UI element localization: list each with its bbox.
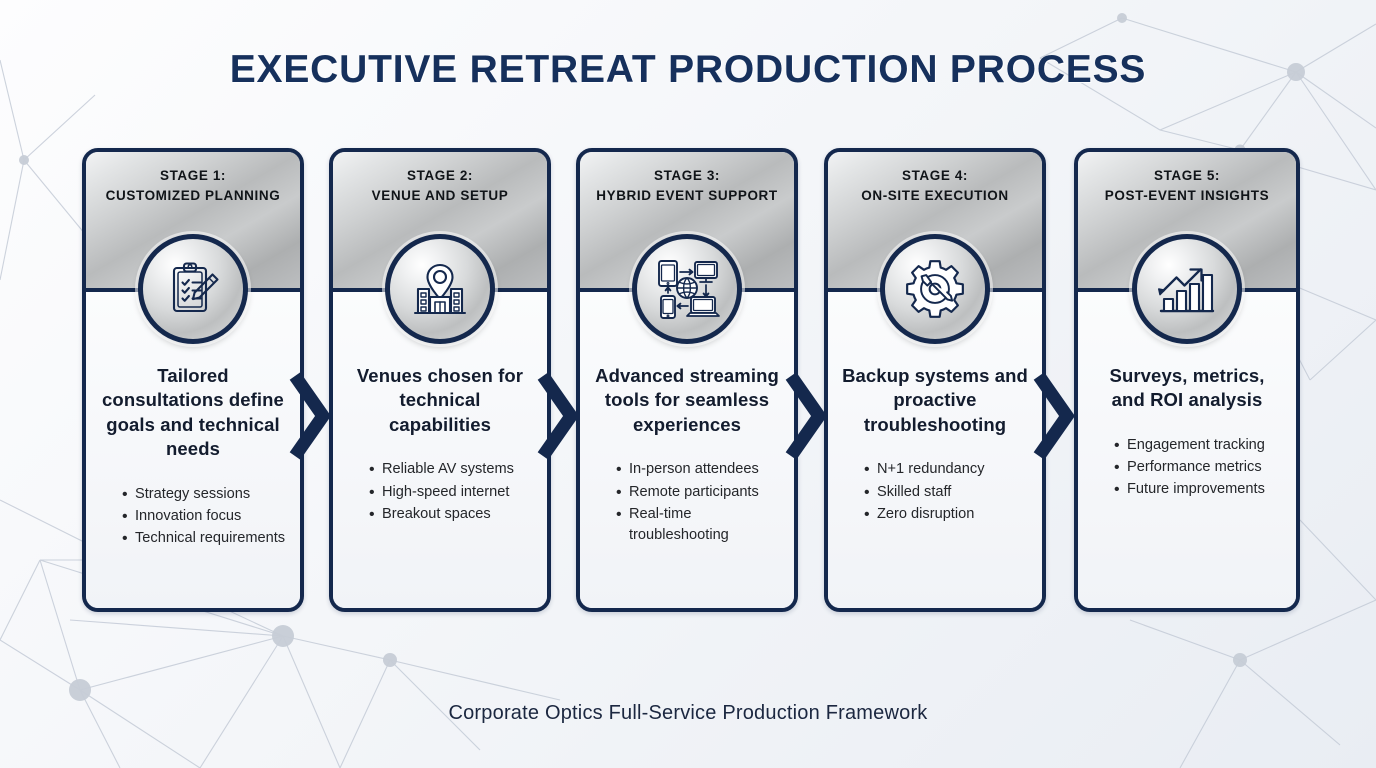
list-item: Breakout spaces bbox=[369, 503, 533, 527]
stage-bullets-3: In-person attendees Remote participants … bbox=[594, 458, 780, 547]
clipboard-checklist-pencil-icon bbox=[138, 234, 248, 344]
stage-name-4: ON-SITE EXECUTION bbox=[861, 187, 1009, 203]
list-item: Technical requirements bbox=[122, 527, 286, 551]
stage-label-3: STAGE 3: bbox=[653, 168, 721, 183]
stage-card-2[interactable]: STAGE 2: VENUE AND SETUP bbox=[329, 148, 551, 612]
stage-card-1[interactable]: STAGE 1: CUSTOMIZED PLANNING Tailored bbox=[82, 148, 304, 612]
stage-body-2: Venues chosen for technical capabilities… bbox=[333, 292, 547, 608]
stage-card-5[interactable]: STAGE 5: POST-EVENT INSIGHTS Surveys, me… bbox=[1074, 148, 1300, 612]
list-item: Skilled staff bbox=[864, 481, 1028, 505]
stage-card-4[interactable]: STAGE 4: ON-SITE EXECUTION Backup system… bbox=[824, 148, 1046, 612]
list-item: Real-time troubleshooting bbox=[616, 503, 780, 547]
stage-name-2: VENUE AND SETUP bbox=[371, 187, 509, 203]
list-item: Reliable AV systems bbox=[369, 458, 533, 482]
arrow-stage2-to-stage3 bbox=[537, 372, 579, 460]
stage-label-2: STAGE 2: bbox=[406, 168, 474, 183]
arrow-stage3-to-stage4 bbox=[785, 372, 827, 460]
stage-headline-5: Surveys, metrics, and ROI analysis bbox=[1109, 365, 1265, 411]
stage-label-5: STAGE 5: bbox=[1153, 168, 1221, 183]
stage-bullets-4: N+1 redundancy Skilled staff Zero disrup… bbox=[842, 458, 1028, 527]
stage-name-1: CUSTOMIZED PLANNING bbox=[105, 187, 281, 203]
stage-bullets-1: Strategy sessions Innovation focus Techn… bbox=[100, 483, 286, 551]
stage-body-1: Tailored consultations define goals and … bbox=[86, 292, 300, 608]
list-item: In-person attendees bbox=[616, 458, 780, 482]
list-item: High-speed internet bbox=[369, 481, 533, 505]
stage-headline-2: Venues chosen for technical capabilities bbox=[356, 365, 524, 435]
list-item: Future improvements bbox=[1114, 478, 1282, 502]
arrow-stage1-to-stage2 bbox=[289, 372, 331, 460]
list-item: N+1 redundancy bbox=[864, 458, 1028, 482]
list-item: Zero disruption bbox=[864, 503, 1028, 527]
stage-card-3[interactable]: STAGE 3: HYBRID EVENT SUPPORT bbox=[576, 148, 798, 612]
list-item: Engagement tracking bbox=[1114, 434, 1282, 458]
list-item: Remote participants bbox=[616, 481, 780, 505]
list-item: Strategy sessions bbox=[122, 483, 286, 507]
process-stage-row: STAGE 1: CUSTOMIZED PLANNING Tailored bbox=[82, 148, 1300, 612]
stage-name-5: POST-EVENT INSIGHTS bbox=[1104, 187, 1270, 203]
connected-devices-globe-icon bbox=[632, 234, 742, 344]
page-title: EXECUTIVE RETREAT PRODUCTION PROCESS bbox=[229, 48, 1147, 91]
bar-chart-growth-arrow-icon bbox=[1132, 234, 1242, 344]
gear-wrench-icon bbox=[880, 234, 990, 344]
footer-caption: Corporate Optics Full-Service Production… bbox=[448, 702, 928, 724]
stage-body-3: Advanced streaming tools for seamless ex… bbox=[580, 292, 794, 608]
stage-headline-1: Tailored consultations define goals and … bbox=[102, 365, 284, 460]
stage-bullets-5: Engagement tracking Performance metrics … bbox=[1092, 434, 1282, 502]
building-map-pin-icon bbox=[385, 234, 495, 344]
arrow-stage4-to-stage5 bbox=[1033, 372, 1075, 460]
stage-body-4: Backup systems and proactive troubleshoo… bbox=[828, 292, 1042, 608]
stage-headline-3: Advanced streaming tools for seamless ex… bbox=[595, 365, 779, 435]
stage-label-1: STAGE 1: bbox=[159, 168, 227, 183]
list-item: Performance metrics bbox=[1114, 456, 1282, 480]
stage-name-3: HYBRID EVENT SUPPORT bbox=[596, 187, 778, 203]
stage-body-5: Surveys, metrics, and ROI analysis Engag… bbox=[1078, 292, 1296, 608]
stage-headline-4: Backup systems and proactive troubleshoo… bbox=[842, 365, 1028, 435]
list-item: Innovation focus bbox=[122, 505, 286, 529]
stage-bullets-2: Reliable AV systems High-speed internet … bbox=[347, 458, 533, 527]
stage-label-4: STAGE 4: bbox=[901, 168, 969, 183]
